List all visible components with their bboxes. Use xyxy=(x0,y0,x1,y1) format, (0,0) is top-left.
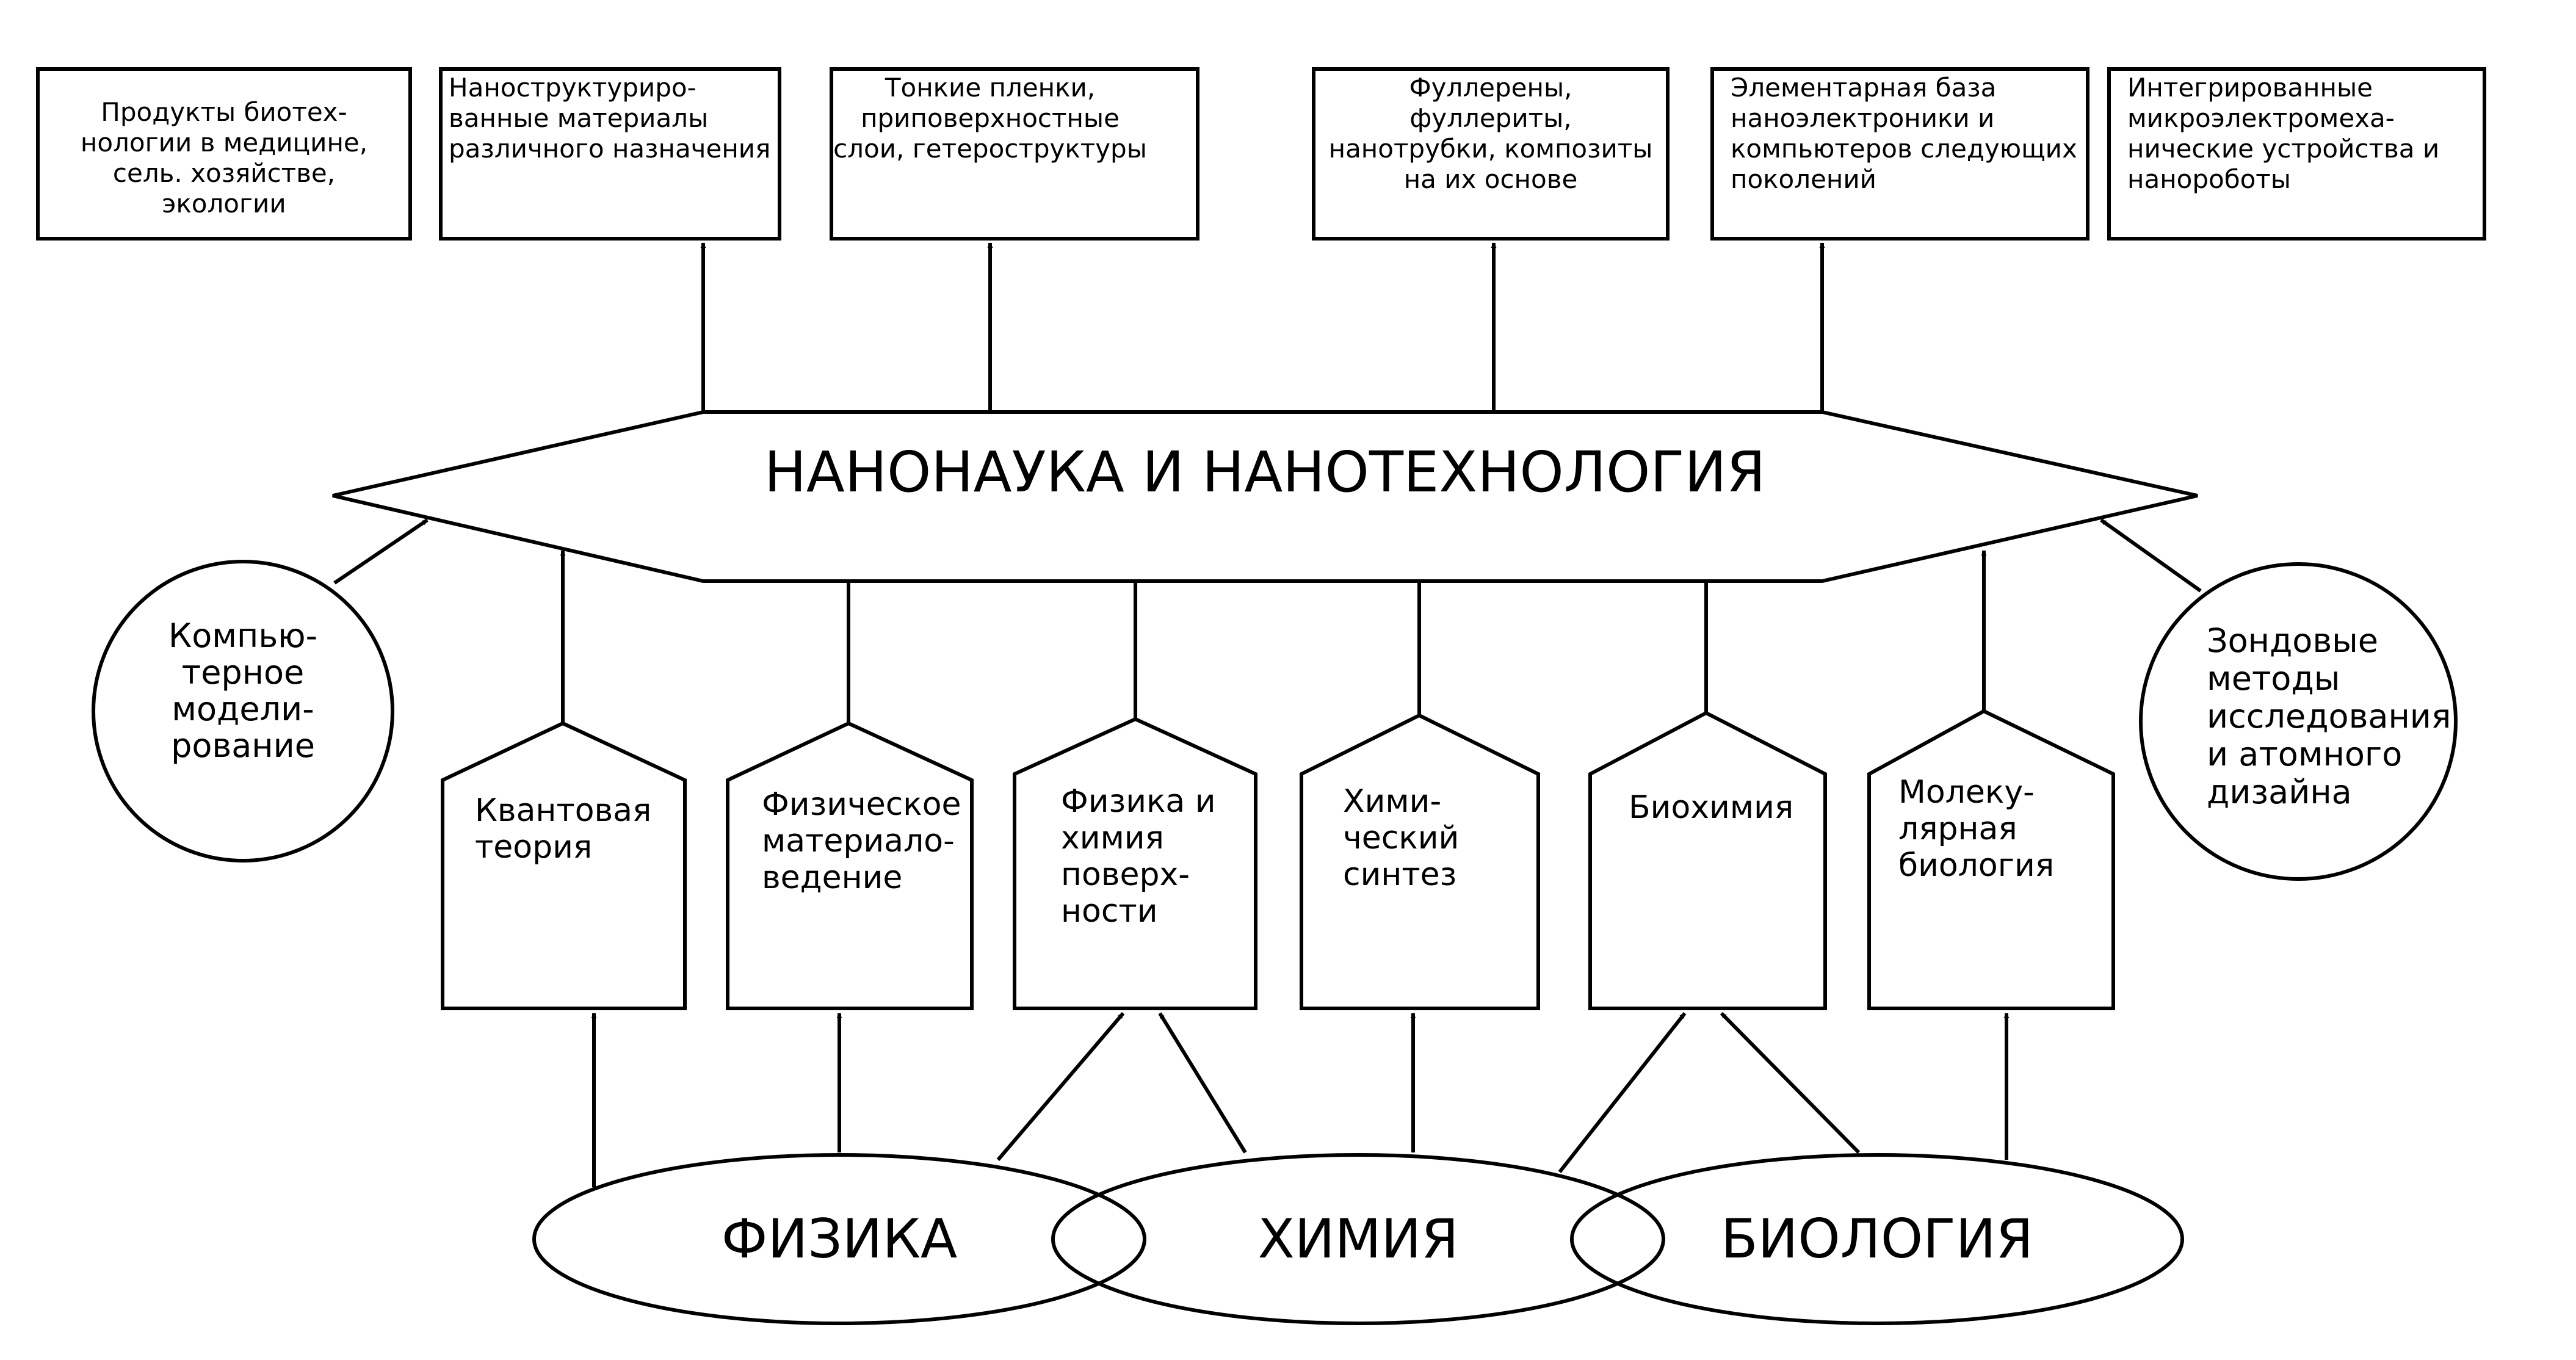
top-box-mems xyxy=(2107,67,2486,241)
arrow-chem-biochem xyxy=(1558,1012,1687,1173)
arrow-probe xyxy=(2100,518,2202,593)
nanoscience-title: НАНОНАУКА И НАНОТЕХНОЛОГИЯ xyxy=(764,439,1766,505)
top-box-biotech xyxy=(36,67,412,241)
top-box-fullerenes-text: Фуллерены,фуллериты,нанотрубки, композит… xyxy=(1329,73,1653,194)
discipline-box-biochem xyxy=(1588,711,1827,1010)
arrow-physics-surface xyxy=(996,1012,1125,1161)
top-box-biotech-text: Продукты биотех-нологии в медицине,сель.… xyxy=(81,97,367,219)
arrows xyxy=(333,242,2202,1187)
nanoscience-hexagon xyxy=(332,410,2198,583)
arrow-modeling xyxy=(333,518,429,585)
top-box-nanostruct xyxy=(439,67,781,241)
top-box-nanoelectronics xyxy=(1710,67,2089,241)
circle-probe xyxy=(2139,562,2458,881)
discipline-box-molbio xyxy=(1867,709,2115,1010)
shapes xyxy=(36,67,2486,1325)
top-box-fullerenes xyxy=(1312,67,1670,241)
ellipse-chemistry xyxy=(1051,1153,1665,1325)
ellipse-physics-label: ФИЗИКА xyxy=(722,1207,958,1270)
discipline-box-surface xyxy=(1013,717,1257,1010)
ellipse-physics xyxy=(532,1153,1146,1325)
labels: Продукты биотех-нологии в медицине,сель.… xyxy=(81,73,2451,1270)
top-box-films xyxy=(830,67,1199,241)
ellipse-biology xyxy=(1570,1153,2184,1325)
discipline-box-quantum xyxy=(441,721,687,1010)
discipline-box-materials xyxy=(726,721,974,1010)
arrow-bio-biochem xyxy=(1720,1011,1861,1154)
circle-modeling xyxy=(92,560,394,863)
discipline-box-biochem-text: Биохимия xyxy=(1629,789,1793,826)
discipline-box-synthesis xyxy=(1300,713,1540,1010)
ellipse-chemistry-label: ХИМИЯ xyxy=(1257,1207,1458,1270)
arrow-chem-surface xyxy=(1158,1012,1247,1154)
ellipse-biology-label: БИОЛОГИЯ xyxy=(1721,1207,2033,1270)
